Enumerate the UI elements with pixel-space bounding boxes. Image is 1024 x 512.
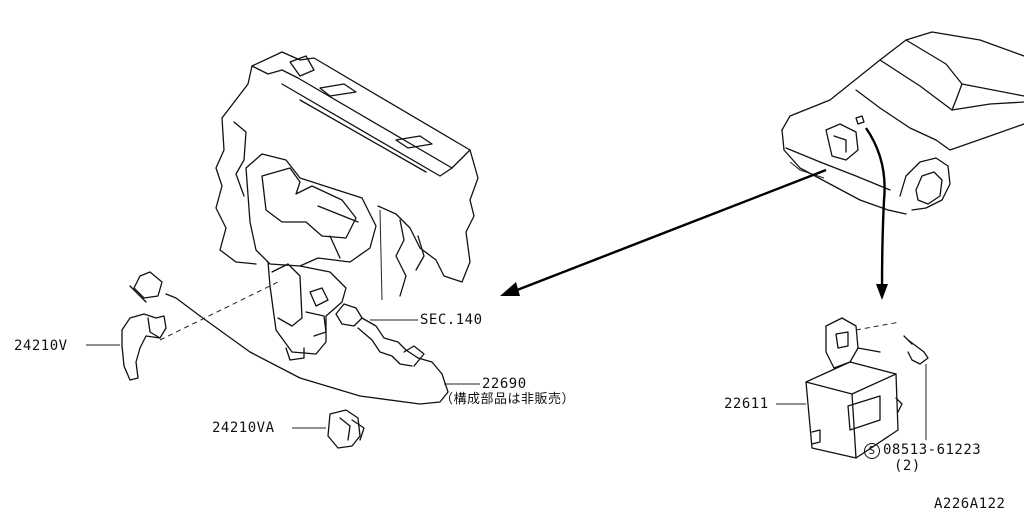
label-24210v: 24210V <box>14 338 68 354</box>
clip-24210va-illustration <box>327 409 365 449</box>
screw-part-number: 08513-61223 <box>883 442 982 458</box>
label-24210va: 24210VA <box>212 420 275 436</box>
label-22690-note: （構成部品は非販売） <box>440 392 576 407</box>
location-arrows <box>500 127 888 300</box>
leader-lines <box>86 319 927 440</box>
control-unit-illustration <box>805 317 929 459</box>
label-22690: 22690 <box>482 376 527 392</box>
engine-block-illustration <box>215 51 479 361</box>
car-illustration <box>781 31 1024 215</box>
label-sec-140: SEC.140 <box>420 312 483 328</box>
figure-id: A226A122 <box>934 496 1006 512</box>
label-screw-quantity: (2) <box>894 458 921 474</box>
bracket-24210v-illustration <box>121 281 279 381</box>
label-22611: 22611 <box>724 396 769 412</box>
standard-part-badge: S <box>864 443 880 459</box>
oxygen-sensor-illustration <box>129 271 449 405</box>
